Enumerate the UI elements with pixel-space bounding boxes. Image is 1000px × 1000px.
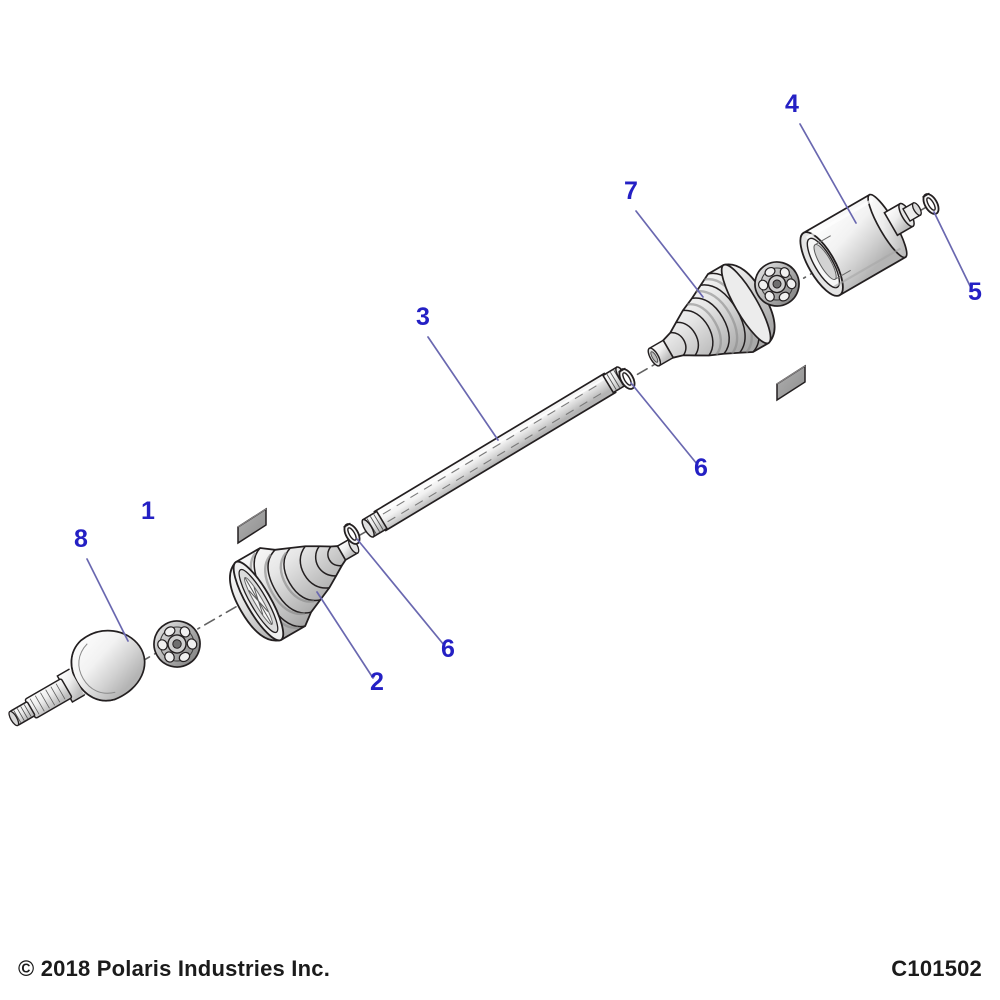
inner-ball-cage — [153, 620, 201, 668]
leader-8 — [86, 558, 129, 642]
callout-2[interactable]: 2 — [370, 668, 384, 696]
leader-3 — [427, 336, 499, 441]
leader-5 — [933, 211, 972, 289]
callout-6-upper[interactable]: 6 — [694, 454, 708, 482]
callout-3[interactable]: 3 — [416, 303, 430, 331]
outer-joint-housing — [799, 193, 922, 297]
callout-1[interactable]: 1 — [141, 497, 155, 525]
drawing-number: C101502 — [891, 956, 982, 981]
callout-7[interactable]: 7 — [624, 177, 638, 205]
footer: © 2018 Polaris Industries Inc. C101502 — [0, 936, 1000, 1000]
copyright-notice: © 2018 Polaris Industries Inc. — [18, 956, 331, 981]
inner-joint-housing — [8, 629, 146, 727]
leader-4 — [799, 123, 857, 224]
boot-clamp-lower — [343, 522, 361, 545]
leader-6-upper — [630, 382, 698, 465]
callout-numbers: 4 5 7 3 6 6 2 1 8 — [74, 90, 982, 696]
grease-packet-lower — [237, 507, 267, 545]
snap-ring — [922, 192, 940, 215]
callout-5[interactable]: 5 — [968, 278, 982, 306]
inner-boot — [229, 538, 360, 642]
grease-packet-upper — [776, 364, 806, 402]
outer-ball-cage — [754, 261, 800, 307]
outer-boot — [647, 263, 776, 367]
leader-7 — [635, 210, 704, 298]
callout-4[interactable]: 4 — [785, 90, 799, 118]
callout-6-lower[interactable]: 6 — [441, 635, 455, 663]
callout-leader-lines — [86, 123, 972, 679]
drive-shaft — [361, 366, 629, 538]
leader-2 — [316, 591, 374, 679]
callout-8[interactable]: 8 — [74, 525, 88, 553]
leader-6-lower — [356, 538, 445, 646]
